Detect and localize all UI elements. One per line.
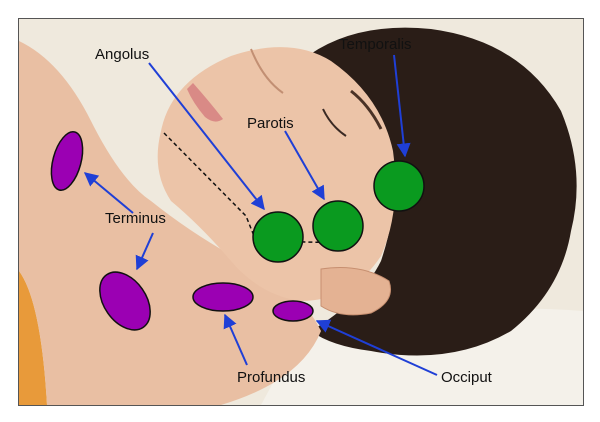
- node-angolus: [252, 211, 304, 263]
- lymph-node-diagram: Angolus Temporalis Parotis Terminus Prof…: [19, 19, 583, 405]
- lips: [187, 83, 223, 122]
- diagram-frame: Angolus Temporalis Parotis Terminus Prof…: [18, 18, 584, 406]
- node-temporalis: [373, 160, 425, 212]
- arrow-parotis: [284, 130, 325, 201]
- node-parotis: [312, 200, 364, 252]
- label-profundus: Profundus: [237, 369, 305, 386]
- arrow-temporalis: [393, 54, 411, 158]
- label-angolus: Angolus: [95, 46, 149, 63]
- arrow-angolus: [148, 62, 265, 211]
- arrow-profundus: [223, 313, 248, 366]
- towel: [19, 271, 47, 405]
- node-occiput: [272, 300, 314, 322]
- neck-skin: [19, 41, 321, 405]
- label-temporalis: Temporalis: [339, 36, 412, 53]
- arrow-terminus-upper: [83, 172, 134, 214]
- node-terminus-upper: [50, 131, 84, 191]
- label-occiput: Occiput: [441, 369, 493, 386]
- arrow-occiput: [315, 319, 438, 376]
- closed-eye: [322, 108, 347, 137]
- node-profundus: [192, 282, 254, 312]
- arrow-terminus-lower: [135, 232, 154, 271]
- nose: [250, 48, 284, 94]
- label-terminus: Terminus: [105, 210, 166, 227]
- label-parotis: Parotis: [247, 115, 294, 132]
- eyebrow: [350, 89, 383, 130]
- node-terminus-lower: [99, 271, 151, 331]
- jaw-dashed-line: [163, 132, 354, 244]
- ear: [320, 267, 391, 316]
